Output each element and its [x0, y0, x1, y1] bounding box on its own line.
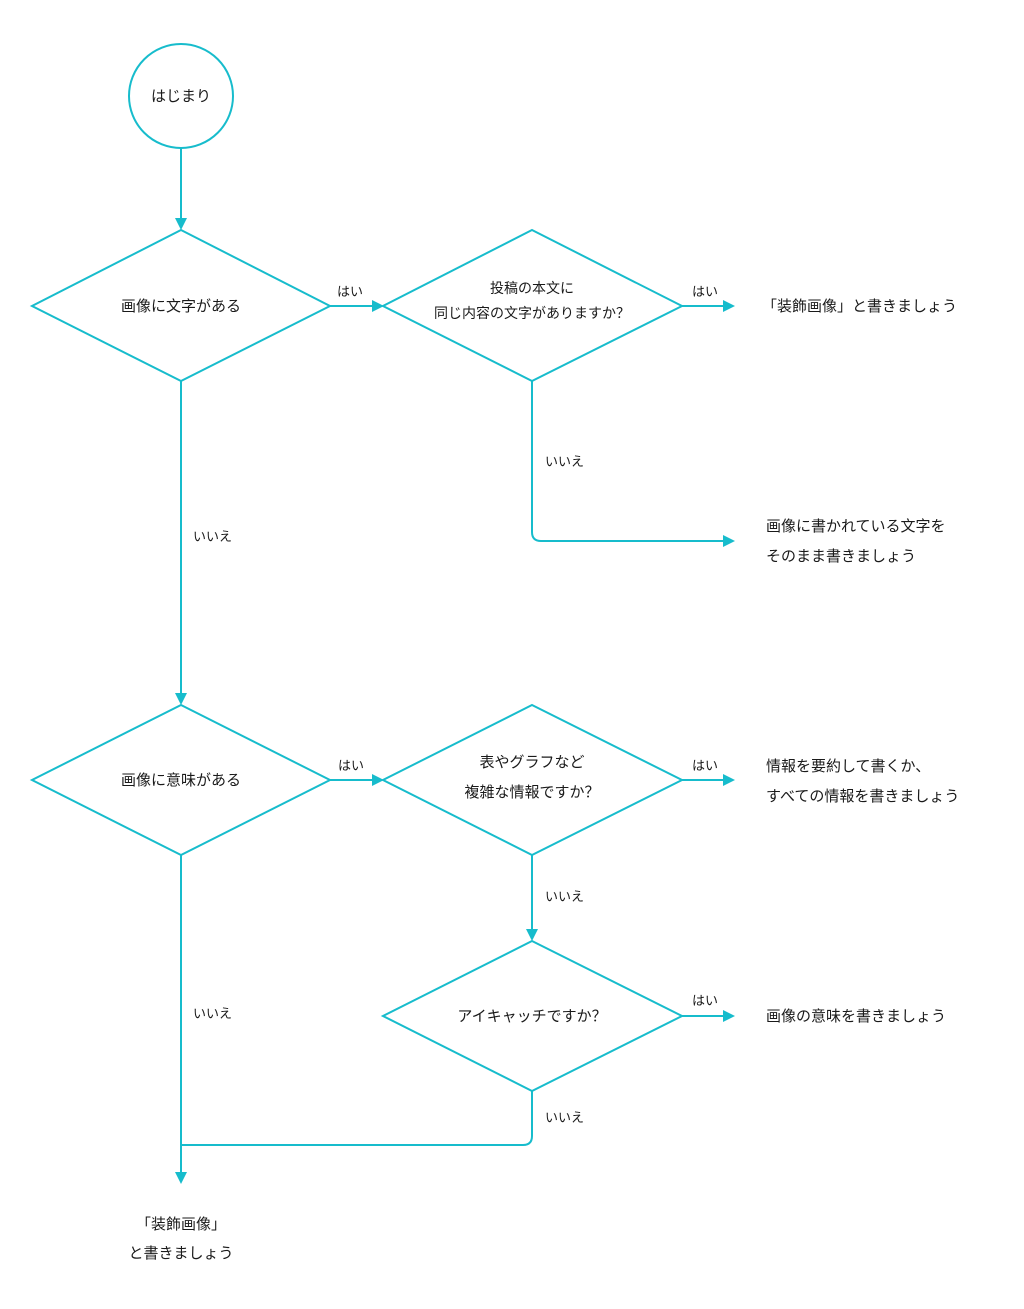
result-decorative-bottom-line-2: と書きましょう	[128, 1244, 233, 1262]
decision-eyecatch	[380, 939, 685, 1093]
decision-complex-info-label-1: 表やグラフなど	[479, 753, 584, 771]
decision-text-in-image	[29, 228, 333, 383]
result-summary-line-1: 情報を要約して書くか、	[766, 757, 930, 775]
result-decorative-top: 「装飾画像」と書きましょう	[762, 297, 957, 315]
edge-label-yes: はい	[692, 759, 718, 774]
arrowheads	[175, 218, 735, 1184]
arrowhead-down	[526, 929, 538, 941]
decision-image-meaning	[29, 703, 333, 857]
arrowhead-right	[372, 774, 384, 786]
edge-label-yes: はい	[692, 994, 718, 1009]
start-node	[128, 43, 234, 149]
decision-same-text	[380, 228, 685, 383]
result-write-text-line-2: そのまま書きましょう	[766, 547, 916, 565]
result-summary-line-2: すべての情報を書きましょう	[766, 787, 959, 805]
arrowhead-right	[723, 774, 735, 786]
decision-complex-info-label-2: 複雑な情報ですか？	[464, 783, 599, 801]
result-write-text-line-1: 画像に書かれている文字を	[766, 517, 946, 535]
arrowhead-right	[723, 300, 735, 312]
arrowhead-right	[723, 535, 735, 547]
connectors	[180, 148, 726, 1174]
decision-same-text-label-1: 投稿の本文に	[490, 281, 574, 297]
arrowhead-right	[372, 300, 384, 312]
edge-label-no: いいえ	[545, 890, 584, 905]
connector-q2-no	[531, 381, 726, 542]
arrowhead-right	[723, 1010, 735, 1022]
edge-label-yes: はい	[338, 759, 364, 774]
decision-image-meaning-label: 画像に意味がある	[121, 771, 241, 789]
connector-q5-no	[181, 1091, 533, 1146]
edge-label-no: いいえ	[545, 455, 584, 470]
decision-text-in-image-label: 画像に文字がある	[121, 297, 241, 315]
decision-eyecatch-label: アイキャッチですか？	[457, 1007, 606, 1025]
arrowhead-down	[175, 218, 187, 230]
arrowhead-down	[175, 693, 187, 705]
edge-label-no: いいえ	[193, 1007, 232, 1022]
start-label: はじまり	[151, 87, 211, 105]
decision-complex-info	[380, 703, 685, 857]
edge-label-no: いいえ	[545, 1111, 584, 1126]
decision-same-text-label-2: 同じ内容の文字がありますか？	[434, 305, 630, 322]
arrowhead-down	[175, 1172, 187, 1184]
edge-label-yes: はい	[337, 285, 363, 300]
edge-label-yes: はい	[692, 285, 718, 300]
edge-label-no: いいえ	[193, 530, 232, 545]
result-meaning: 画像の意味を書きましょう	[766, 1007, 946, 1025]
result-decorative-bottom-line-1: 「装飾画像」	[136, 1215, 226, 1233]
